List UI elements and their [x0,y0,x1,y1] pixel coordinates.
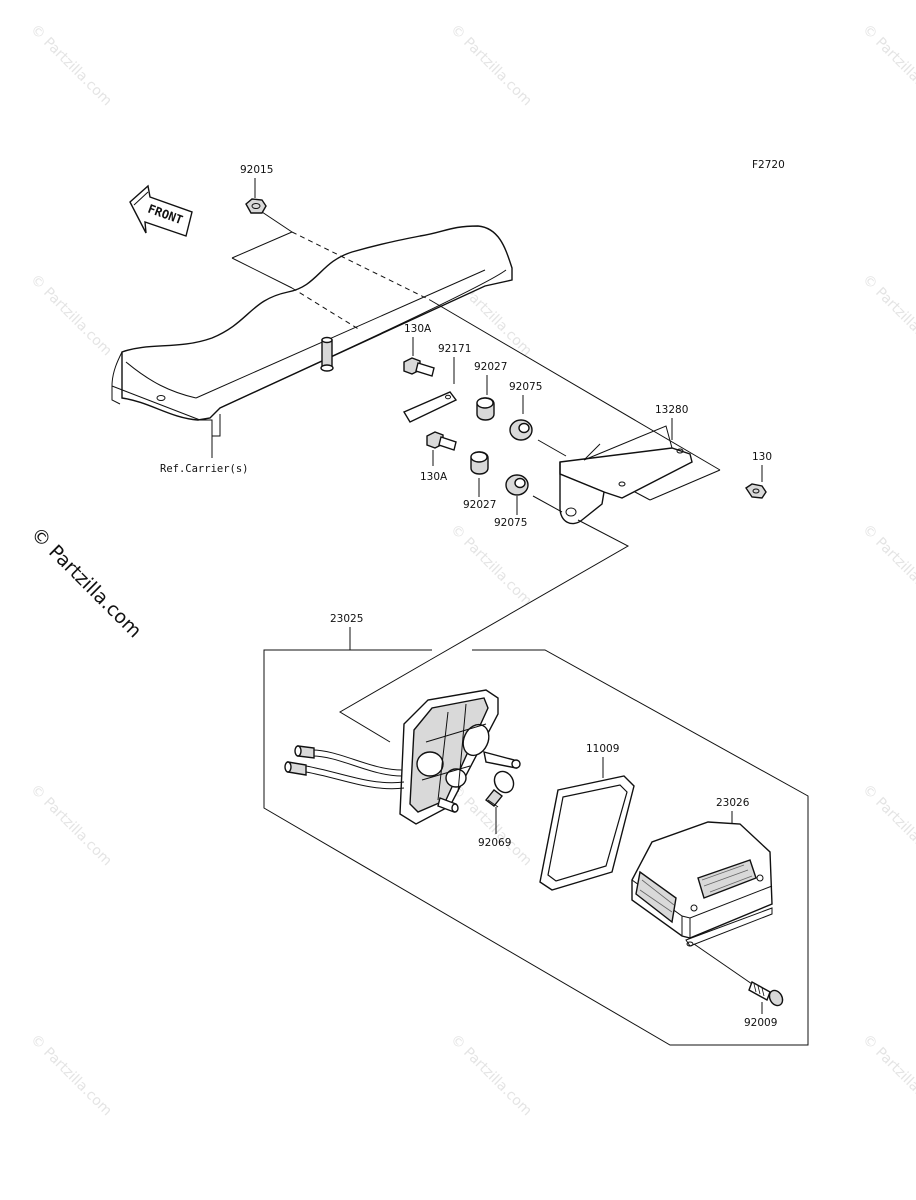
carrier-reference [111,225,513,437]
guide-line-hidden [291,231,431,301]
guide-line [429,519,630,661]
collar-92027-bottom [470,451,489,475]
part-92009-label: 92009 [744,1017,777,1029]
figure-code: F2720 [752,159,785,171]
watermark-text: © Partzilla.com [27,1032,115,1120]
watermark-text: © Partzilla.com [859,22,916,110]
plate-92171 [402,391,458,423]
part-130A-top-label: 130A [404,323,432,335]
guide-line-hidden [291,287,361,331]
watermark-text: © Partzilla.com [447,522,535,610]
watermark-text: © Partzilla.com [447,1032,535,1120]
watermark-text: © Partzilla.com [859,1032,916,1120]
part-92015-label: 92015 [240,164,273,176]
part-13280-label: 13280 [655,404,688,416]
lamp-wires [284,745,405,790]
grommet-92075-bottom [505,474,529,496]
watermark-text: © Partzilla.com [27,272,115,360]
collar-92027-top [476,397,495,421]
watermark-text: © Partzilla.com [859,272,916,360]
lens-23026 [631,821,773,947]
part-92075-top-label: 92075 [509,381,542,393]
nut-92015 [245,198,267,214]
bulb-92069 [485,770,515,808]
bolt-130 [745,483,767,499]
part-130A-bottom-label: 130A [420,471,448,483]
watermark-text: © Partzilla.com [27,782,115,870]
part-23026-label: 23026 [716,797,750,809]
watermark-text: © Partzilla.com [859,522,916,610]
guide-line [261,211,293,233]
guide-line [339,659,431,743]
screw-92009 [748,980,784,1007]
guide-line [537,439,567,457]
part-23025-label: 23025 [330,613,363,625]
carrier-ref-label: Ref.Carrier(s) [160,463,249,475]
part-11009-label: 11009 [586,743,619,755]
grommet-92075-top [509,419,533,441]
lamp-base [399,689,521,825]
bracket-13280 [559,425,693,525]
watermark-text: © Partzilla.com [447,22,535,110]
assembly-23025-frame [263,649,809,1046]
gasket-11009 [539,775,635,891]
part-92171-label: 92171 [438,343,471,355]
part-92069-label: 92069 [478,837,511,849]
guide-line [649,469,721,501]
watermark-layer: © Partzilla.com © Partzilla.com © Partzi… [27,22,916,1120]
bolt-130A-top [403,357,435,377]
side-copyright: © Partzilla.com [26,523,145,642]
guide-line [231,257,293,289]
front-arrow: FRONT [129,184,193,237]
part-92027-top-label: 92027 [474,361,507,373]
bolt-130A-bottom [426,431,457,451]
part-130-label: 130 [752,451,772,463]
watermark-text: © Partzilla.com [859,782,916,870]
guide-line [532,495,563,513]
guide-line [231,231,293,259]
guide-line [693,943,753,985]
part-92075-bottom-label: 92075 [494,517,527,529]
watermark-text: © Partzilla.com [27,22,115,110]
part-92027-bottom-label: 92027 [463,499,496,511]
guide-line [429,299,721,471]
